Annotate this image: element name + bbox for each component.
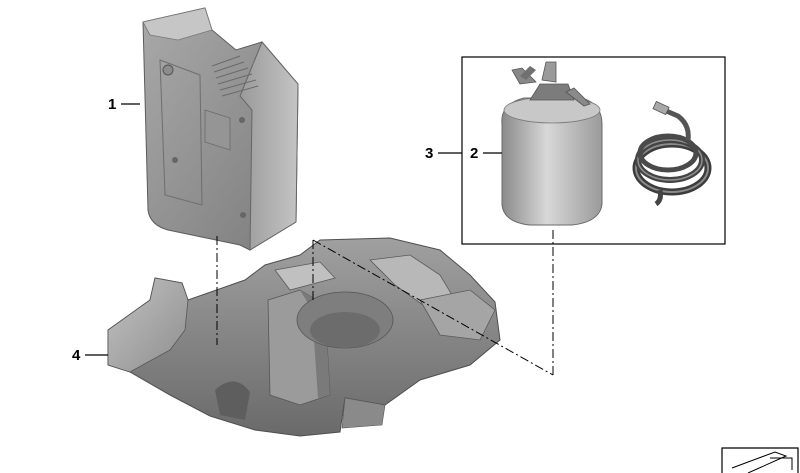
callout-4-label: 4 (72, 347, 81, 364)
callout-3-label: 3 (425, 145, 433, 162)
compressor-unit-icon (142, 7, 299, 251)
assembly-lines (216, 230, 554, 376)
air-hose-icon (632, 100, 712, 207)
callout-3: 3 (425, 145, 462, 162)
callout-2-label: 2 (470, 145, 478, 162)
callout-4: 4 (72, 347, 108, 364)
callout-1-label: 1 (108, 96, 116, 113)
foam-tray-icon (107, 237, 501, 437)
callout-1: 1 (108, 96, 140, 113)
sealant-bottle-icon (501, 61, 603, 226)
page-corner-icon (721, 447, 799, 473)
callout-2: 2 (470, 145, 502, 162)
kit-frame (461, 56, 726, 245)
